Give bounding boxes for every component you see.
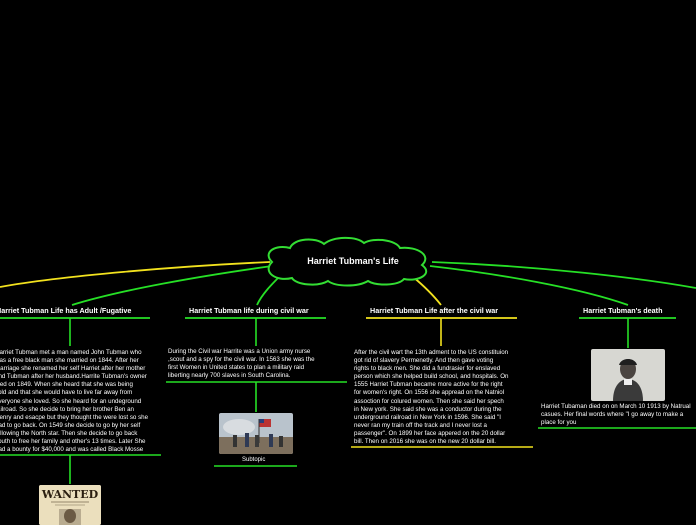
body-line: and Tubman after her husband.Harrite Tub… (0, 373, 160, 381)
topic-after-war-title[interactable]: Harriet Tubman Life after the civil war (370, 306, 498, 315)
body-line: 1555 Harriet Tubman became more active f… (354, 381, 534, 389)
subtopic-label[interactable]: Subtopic (242, 457, 265, 463)
body-line: rights to black men. She did a fundrasie… (354, 365, 534, 373)
branch-line-death (430, 266, 628, 305)
topic-civil-war-title[interactable]: Harriet Tubman life during civil war (189, 306, 309, 315)
body-line: casues. Her final words where "I go away… (541, 411, 696, 419)
body-line: following the North star. Then she decid… (0, 430, 160, 438)
body-line: railroad. So she decide to bring her bro… (0, 406, 160, 414)
branch-line-far-left (0, 262, 270, 287)
topic-adult-fugative-body: Harriet Tubman met a man named John Tubm… (0, 349, 160, 454)
body-line: had a bounty for $40,000 and was called … (0, 446, 160, 454)
topic-death-body: Harriet Tubaman died on on March 10 1913… (541, 403, 696, 427)
body-line: died on 1849. When she heard that she wa… (0, 381, 160, 389)
body-line: in New york. She said she was a conducto… (354, 406, 534, 414)
body-line: ,scout and a spy for the civil war. In 1… (168, 356, 346, 364)
body-line: never ran my train off the track and I n… (354, 422, 534, 430)
branch-line-adult-fugative (72, 266, 272, 305)
central-node-title[interactable]: Harriet Tubman's Life (283, 256, 423, 266)
civil-war-battle-image (219, 413, 293, 454)
body-line: had to go back. On 1549 she decide to go… (0, 422, 160, 430)
body-line: bill. Then on 2016 she was on the new 20… (354, 438, 534, 446)
body-line: After the civil wart the 13th adment to … (354, 349, 534, 357)
topic-death-title[interactable]: Harriet Tubman's death (583, 306, 662, 315)
harriet-tubman-portrait-image (591, 349, 665, 401)
body-line: passenger". On 1899 her face appered on … (354, 430, 534, 438)
topic-civil-war-body: During the Civil war Harrite was a Union… (168, 348, 346, 380)
body-line: Harriet Tubaman died on on March 10 1913… (541, 403, 696, 411)
body-line: marriage she renamed her self Harriet af… (0, 365, 160, 373)
wanted-poster-image: WANTED (39, 485, 101, 525)
body-line: for women's right. On 1556 she appread o… (354, 389, 534, 397)
body-line: sold and that she would have to live far… (0, 389, 160, 397)
topic-adult-fugative-title[interactable]: Harriet Tubman Life has Adult /Fugative (0, 306, 131, 315)
body-line: Henry and esacpe but they thought the we… (0, 414, 160, 422)
branch-line-far-right (432, 262, 696, 288)
body-line: place for you (541, 419, 696, 427)
body-line: got rid of slavery Permenetly. And then … (354, 357, 534, 365)
wanted-poster-heading: WANTED (41, 488, 99, 501)
body-line: assoction for colured women. Then she sa… (354, 398, 534, 406)
body-line: Harriet Tubman met a man named John Tubm… (0, 349, 160, 357)
body-line: everyone she loved. So she heard for an … (0, 398, 160, 406)
body-line: underground railroad in New York in 1596… (354, 414, 534, 422)
body-line: was a free black man she married on 1844… (0, 357, 160, 365)
body-line: liberting nearly 700 slaves in South Car… (168, 372, 346, 380)
topic-after-war-body: After the civil wart the 13th adment to … (354, 349, 534, 446)
body-line: person which she helped build school, an… (354, 373, 534, 381)
body-line: first Women in United states to plan a m… (168, 364, 346, 372)
branch-line-after-war (412, 276, 441, 305)
body-line: south to free her family and other's 13 … (0, 438, 160, 446)
body-line: During the Civil war Harrite was a Union… (168, 348, 346, 356)
